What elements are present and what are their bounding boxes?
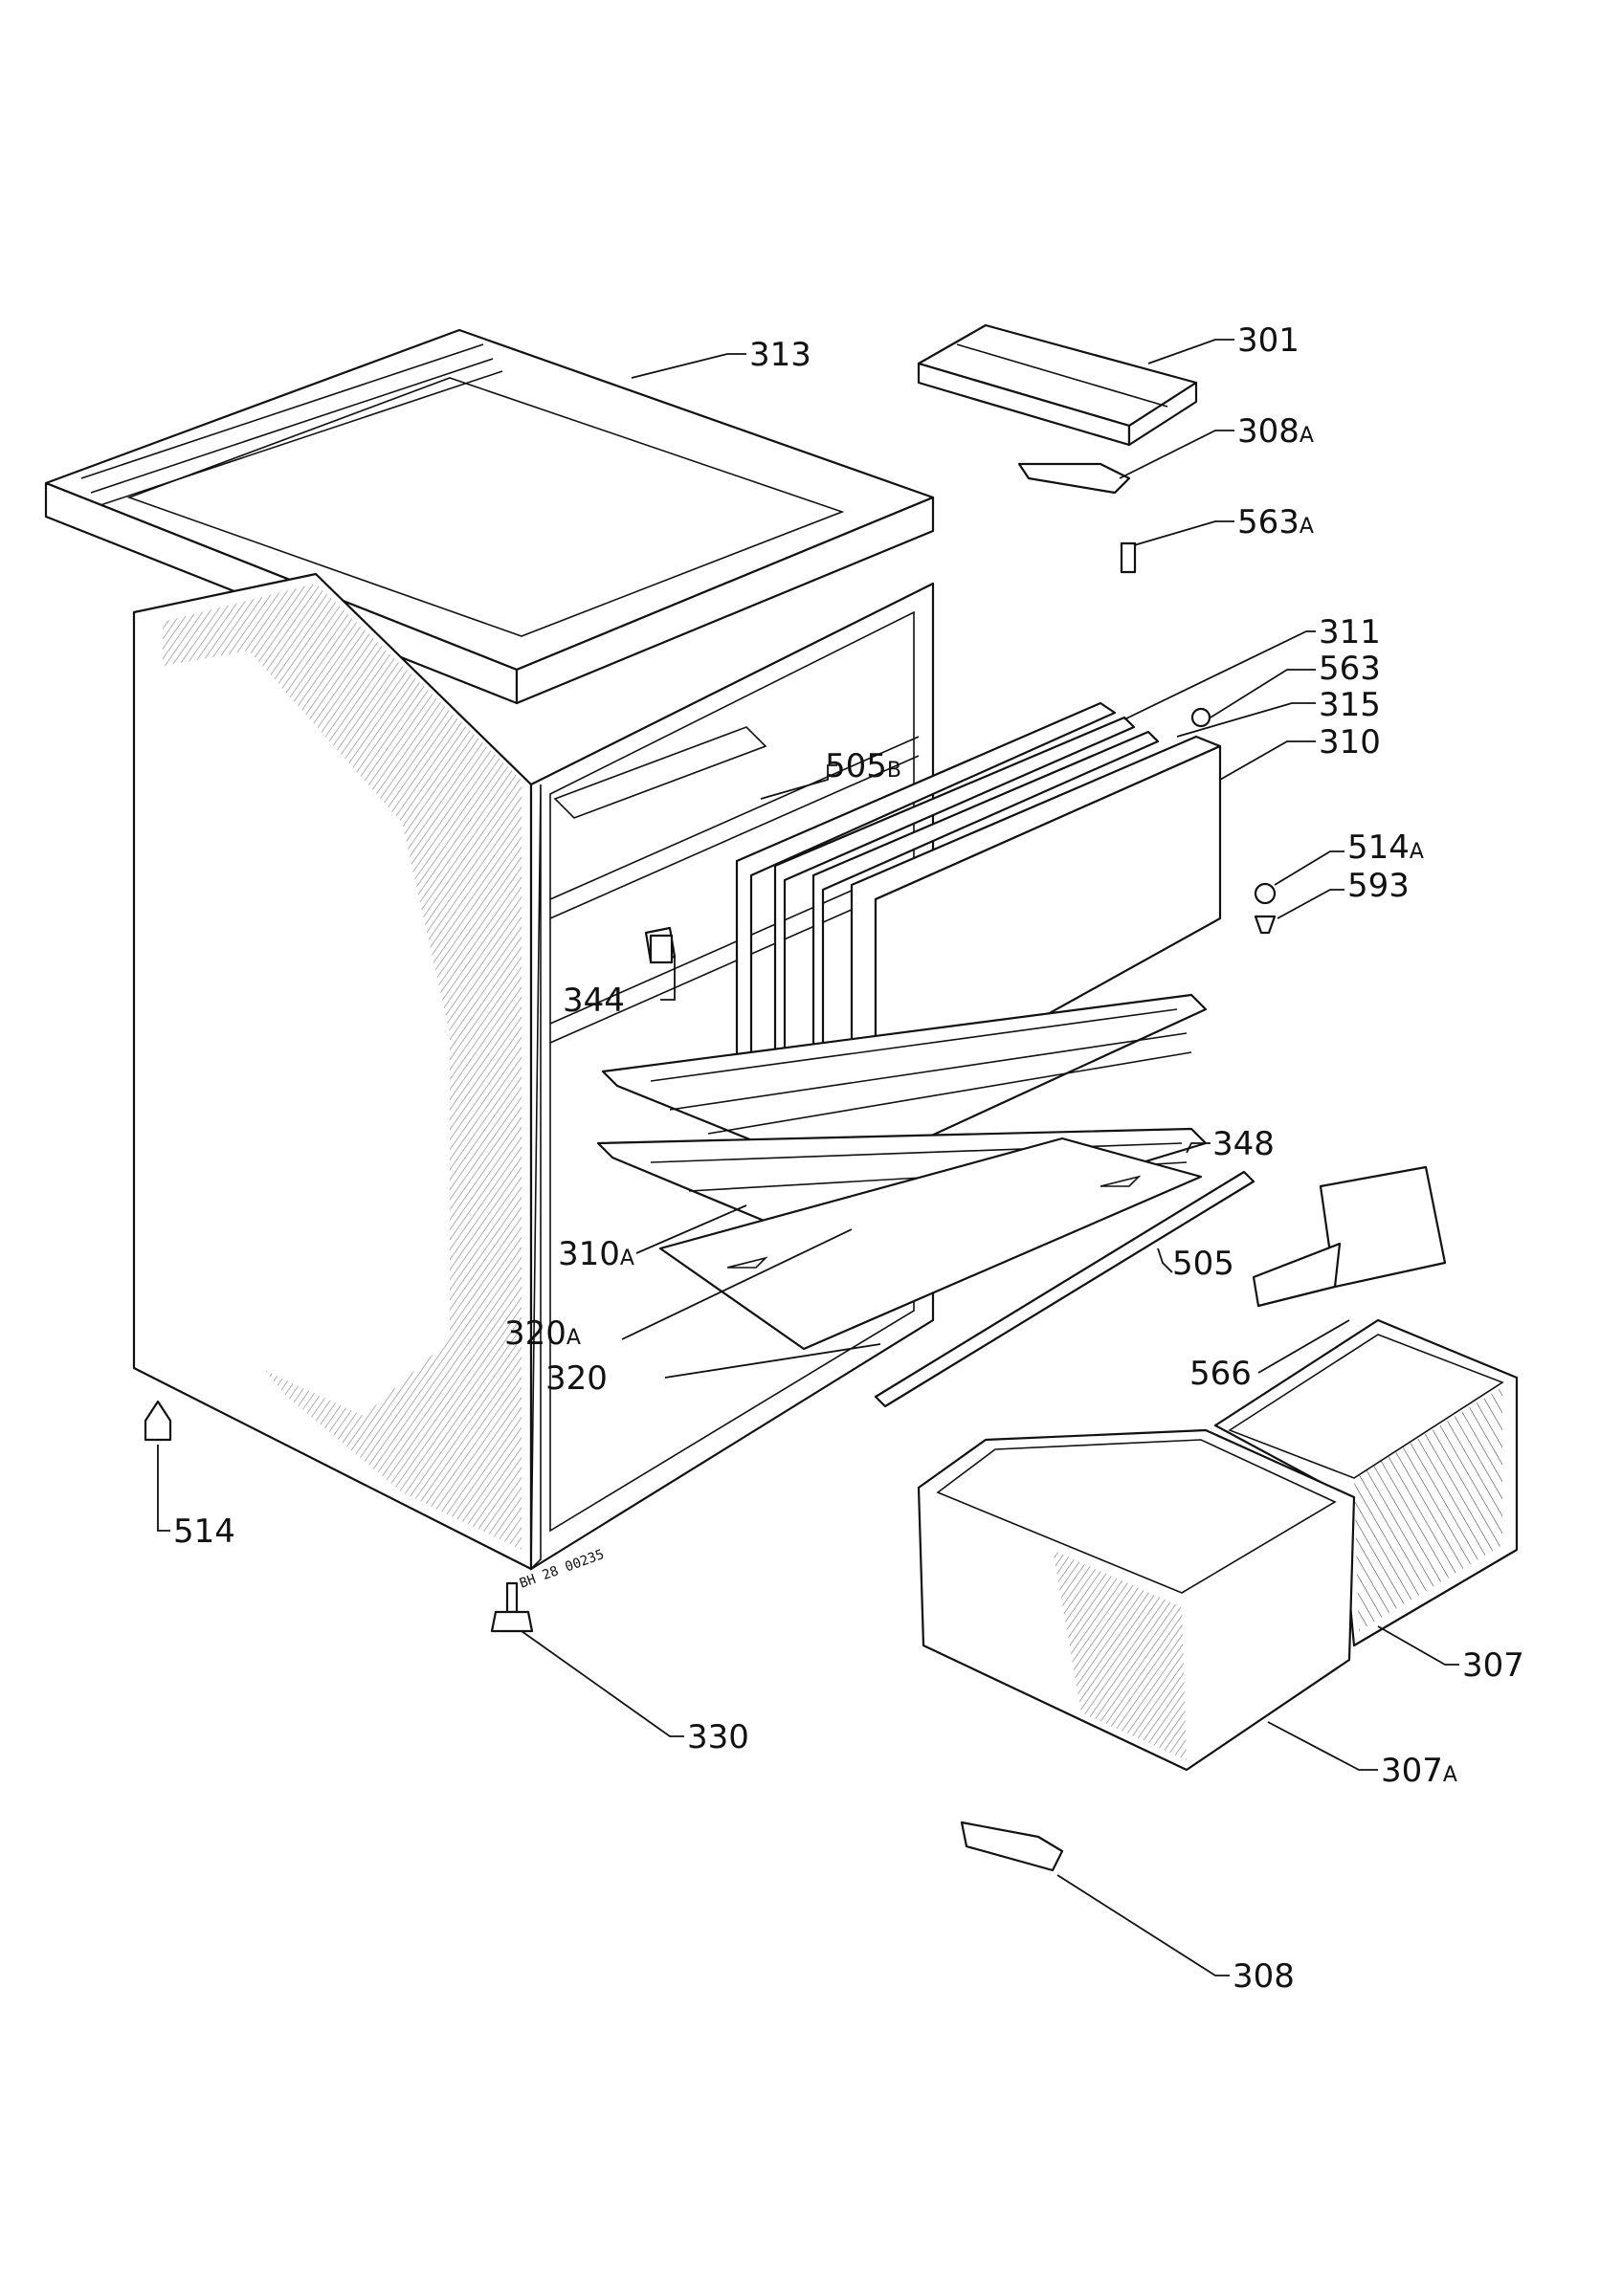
leader-505b xyxy=(760,764,837,800)
callout-307: 307 xyxy=(1462,1646,1524,1685)
callout-563: 563 xyxy=(1319,650,1381,688)
leader-514 xyxy=(157,1445,170,1532)
callout-505b: 505B xyxy=(825,747,901,785)
callout-330: 330 xyxy=(687,1718,749,1756)
leader-348 xyxy=(1186,1142,1211,1154)
pin-upper xyxy=(1120,541,1137,574)
ice-tray xyxy=(917,323,1198,447)
shelf-trim-strip xyxy=(874,1170,1255,1408)
door-hinge-lower xyxy=(960,1821,1064,1872)
leader-566 xyxy=(1257,1319,1350,1374)
callout-310a: 310A xyxy=(558,1235,634,1273)
leader-563a xyxy=(1133,520,1234,546)
nut-593 xyxy=(1254,915,1277,935)
leader-344 xyxy=(660,957,676,1001)
callout-313: 313 xyxy=(749,336,811,374)
callout-308a: 308A xyxy=(1237,412,1314,451)
leader-593 xyxy=(1277,889,1344,919)
leader-lines xyxy=(157,339,1459,1976)
leader-313 xyxy=(631,353,746,379)
callout-505: 505 xyxy=(1172,1245,1234,1283)
wire-shelf-upper xyxy=(601,993,1208,1179)
leader-563 xyxy=(1210,669,1316,718)
leader-320 xyxy=(664,1343,881,1379)
glass-shelf xyxy=(658,1137,1203,1351)
leader-505 xyxy=(1157,1247,1173,1273)
cabinet: BH 28 00235 xyxy=(132,572,935,1592)
leader-308a xyxy=(1119,430,1234,479)
callout-320: 320 xyxy=(545,1359,608,1398)
callout-308: 308 xyxy=(1233,1957,1295,1996)
clip-344 xyxy=(649,934,674,964)
leader-320a xyxy=(621,1228,853,1340)
cap-514a xyxy=(1254,882,1277,905)
leader-307 xyxy=(1377,1625,1459,1666)
callout-514: 514 xyxy=(173,1512,235,1551)
leader-311 xyxy=(1123,630,1316,720)
callout-593: 593 xyxy=(1347,867,1410,905)
leader-310 xyxy=(1219,740,1316,781)
levelling-foot-330 xyxy=(490,1581,534,1633)
foot-514 xyxy=(144,1400,172,1442)
callout-labels: 313 301 308A 563A 311 563 315 310 505B 5… xyxy=(173,321,1524,1996)
leader-308 xyxy=(1056,1874,1230,1976)
callout-315: 315 xyxy=(1319,686,1381,724)
leader-307a xyxy=(1267,1721,1378,1771)
callout-563a: 563A xyxy=(1237,503,1314,541)
callout-307a: 307A xyxy=(1381,1752,1457,1790)
crisper-307a xyxy=(917,1428,1356,1772)
cap-563 xyxy=(1190,707,1211,728)
leader-301 xyxy=(1147,339,1234,364)
callout-514a: 514A xyxy=(1347,828,1424,867)
callout-301: 301 xyxy=(1237,321,1300,360)
callout-344: 344 xyxy=(563,982,625,1020)
top-cover-vent-slots xyxy=(80,343,503,506)
leader-310a xyxy=(635,1204,747,1254)
callout-320a: 320A xyxy=(504,1314,581,1353)
callout-311: 311 xyxy=(1319,613,1381,651)
ice-scraper xyxy=(1252,1165,1447,1308)
door-hinge-upper xyxy=(1017,462,1131,495)
callout-310: 310 xyxy=(1319,723,1381,762)
callout-348: 348 xyxy=(1212,1125,1275,1163)
leader-315 xyxy=(1176,702,1316,738)
leader-514a xyxy=(1274,850,1344,886)
callout-566: 566 xyxy=(1189,1355,1252,1393)
leader-330 xyxy=(521,1630,684,1737)
